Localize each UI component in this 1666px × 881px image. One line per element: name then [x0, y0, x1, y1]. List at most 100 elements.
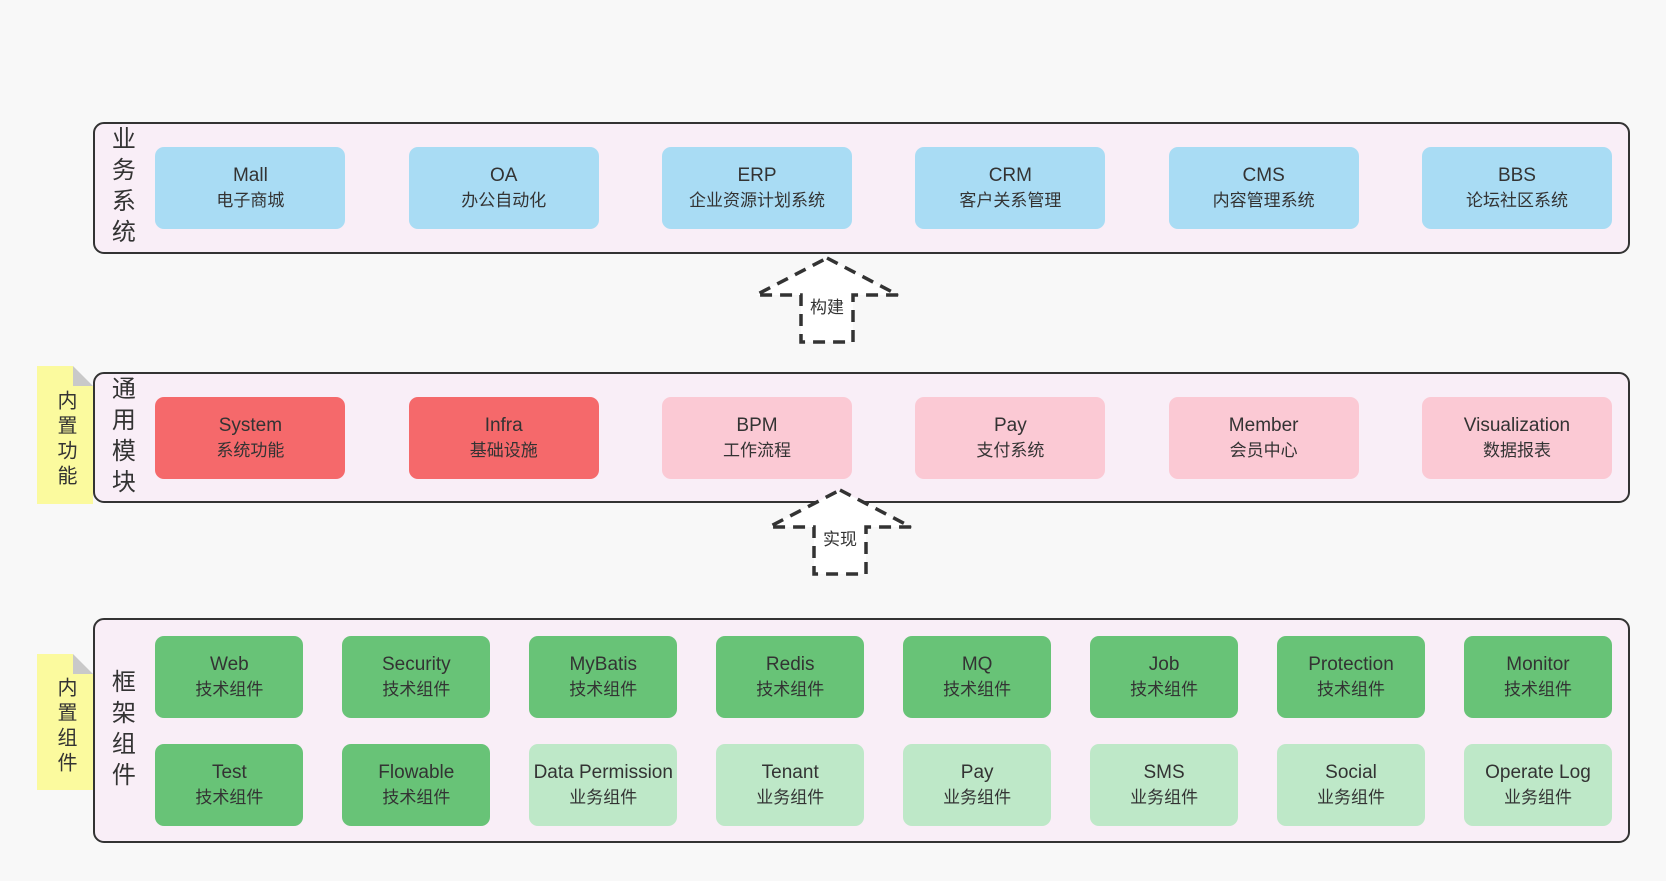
box-title: BBS — [1497, 165, 1536, 187]
box-subtitle: 工作流程 — [723, 440, 792, 460]
framework-row-1: Web 技术组件 Security 技术组件 MyBatis 技术组件 Redi… — [155, 635, 1612, 718]
arrow-build: 构建 — [752, 254, 902, 346]
sticky-label: 内置功能 — [54, 390, 76, 490]
box-title: Web — [210, 653, 249, 675]
box-subtitle: 技术组件 — [1503, 679, 1572, 699]
box-subtitle: 客户关系管理 — [959, 191, 1062, 211]
box-title: Social — [1325, 761, 1377, 783]
box-tenant: Tenant 业务组件 — [716, 743, 865, 826]
box-title: Monitor — [1506, 653, 1570, 675]
box-monitor: Monitor 技术组件 — [1463, 635, 1612, 718]
box-subtitle: 办公自动化 — [461, 191, 547, 211]
box-subtitle: 技术组件 — [382, 679, 451, 699]
box-title: Infra — [484, 414, 523, 436]
arrow-build-label: 构建 — [806, 291, 848, 320]
box-title: MQ — [961, 653, 993, 675]
box-title: Security — [382, 653, 451, 675]
box-bbs: BBS 论坛社区系统 — [1421, 147, 1612, 229]
framework-rows: Web 技术组件 Security 技术组件 MyBatis 技术组件 Redi… — [133, 635, 1628, 826]
box-oa: OA 办公自动化 — [408, 147, 599, 229]
box-title: Redis — [765, 653, 815, 675]
box-subtitle: 技术组件 — [195, 679, 264, 699]
box-title: SMS — [1143, 761, 1185, 783]
box-title: Mall — [232, 165, 268, 187]
box-subtitle: 业务组件 — [569, 787, 638, 807]
box-cms: CMS 内容管理系统 — [1168, 147, 1359, 229]
box-title: ERP — [737, 165, 777, 187]
band-label-common-modules: 通用模块 — [107, 375, 135, 500]
box-title: BPM — [736, 414, 778, 436]
box-pay: Pay 支付系统 — [915, 396, 1106, 479]
box-subtitle: 技术组件 — [382, 787, 451, 807]
box-subtitle: 业务组件 — [1130, 787, 1199, 807]
box-web: Web 技术组件 — [155, 635, 304, 718]
box-title: OA — [489, 165, 518, 187]
band-common-modules: 通用模块 System 系统功能 Infra 基础设施 BPM 工作流程 Pay… — [93, 372, 1630, 503]
box-subtitle: 业务组件 — [1317, 787, 1386, 807]
box-subtitle: 业务组件 — [1503, 787, 1572, 807]
box-title: Data Permission — [533, 761, 673, 783]
box-subtitle: 业务组件 — [756, 787, 825, 807]
box-bpm: BPM 工作流程 — [662, 396, 853, 479]
box-redis: Redis 技术组件 — [716, 635, 865, 718]
box-title: Tenant — [761, 761, 819, 783]
box-title: Flowable — [378, 761, 455, 783]
box-subtitle: 会员中心 — [1229, 440, 1298, 460]
box-subtitle: 技术组件 — [756, 679, 825, 699]
box-erp: ERP 企业资源计划系统 — [662, 147, 853, 229]
box-subtitle: 业务组件 — [943, 787, 1012, 807]
sticky-note-built-in-components: 内置组件 — [37, 654, 93, 790]
box-flowable: Flowable 技术组件 — [342, 743, 491, 826]
box-title: MyBatis — [569, 653, 638, 675]
band-framework-components: 框架组件 Web 技术组件 Security 技术组件 MyBatis 技术组件… — [93, 618, 1630, 843]
box-data-permission: Data Permission 业务组件 — [529, 743, 678, 826]
box-subtitle: 技术组件 — [1317, 679, 1386, 699]
band-label-framework-components: 框架组件 — [107, 668, 135, 793]
box-member: Member 会员中心 — [1168, 396, 1359, 479]
box-subtitle: 数据报表 — [1482, 440, 1551, 460]
box-subtitle: 支付系统 — [976, 440, 1045, 460]
box-title: CRM — [988, 165, 1032, 187]
box-crm: CRM 客户关系管理 — [915, 147, 1106, 229]
box-subtitle: 内容管理系统 — [1212, 191, 1315, 211]
box-system: System 系统功能 — [155, 396, 346, 479]
box-operate-log: Operate Log 业务组件 — [1463, 743, 1612, 826]
box-subtitle: 电子商城 — [216, 191, 285, 211]
box-title: Protection — [1308, 653, 1394, 675]
sticky-note-built-in-features: 内置功能 — [37, 366, 93, 504]
framework-row-2: Test 技术组件 Flowable 技术组件 Data Permission … — [155, 743, 1612, 826]
box-subtitle: 基础设施 — [469, 440, 538, 460]
box-pay-biz: Pay 业务组件 — [903, 743, 1052, 826]
box-subtitle: 技术组件 — [943, 679, 1012, 699]
box-infra: Infra 基础设施 — [408, 396, 599, 479]
box-mybatis: MyBatis 技术组件 — [529, 635, 678, 718]
box-test: Test 技术组件 — [155, 743, 304, 826]
box-title: Job — [1148, 653, 1180, 675]
box-title: Test — [211, 761, 247, 783]
box-mq: MQ 技术组件 — [903, 635, 1052, 718]
box-title: Member — [1228, 414, 1299, 436]
box-title: Pay — [960, 761, 994, 783]
box-job: Job 技术组件 — [1090, 635, 1239, 718]
band-label-business-systems: 业务系统 — [107, 126, 135, 250]
box-subtitle: 企业资源计划系统 — [689, 191, 826, 211]
box-visualization: Visualization 数据报表 — [1421, 396, 1612, 479]
band-business-systems: 业务系统 Mall 电子商城 OA 办公自动化 ERP 企业资源计划系统 CRM… — [93, 122, 1630, 254]
box-title: Operate Log — [1485, 761, 1591, 783]
box-title: CMS — [1242, 165, 1285, 187]
box-social: Social 业务组件 — [1277, 743, 1426, 826]
arrow-implement: 实现 — [765, 486, 915, 578]
box-subtitle: 技术组件 — [1130, 679, 1199, 699]
box-subtitle: 技术组件 — [195, 787, 264, 807]
box-subtitle: 技术组件 — [569, 679, 638, 699]
arrow-implement-label: 实现 — [819, 523, 861, 552]
box-subtitle: 系统功能 — [216, 440, 285, 460]
sticky-label: 内置组件 — [54, 677, 76, 777]
box-protection: Protection 技术组件 — [1277, 635, 1426, 718]
box-mall: Mall 电子商城 — [155, 147, 346, 229]
common-boxes-row: System 系统功能 Infra 基础设施 BPM 工作流程 Pay 支付系统… — [133, 396, 1628, 479]
box-security: Security 技术组件 — [342, 635, 491, 718]
box-title: System — [218, 414, 283, 436]
box-title: Pay — [993, 414, 1027, 436]
